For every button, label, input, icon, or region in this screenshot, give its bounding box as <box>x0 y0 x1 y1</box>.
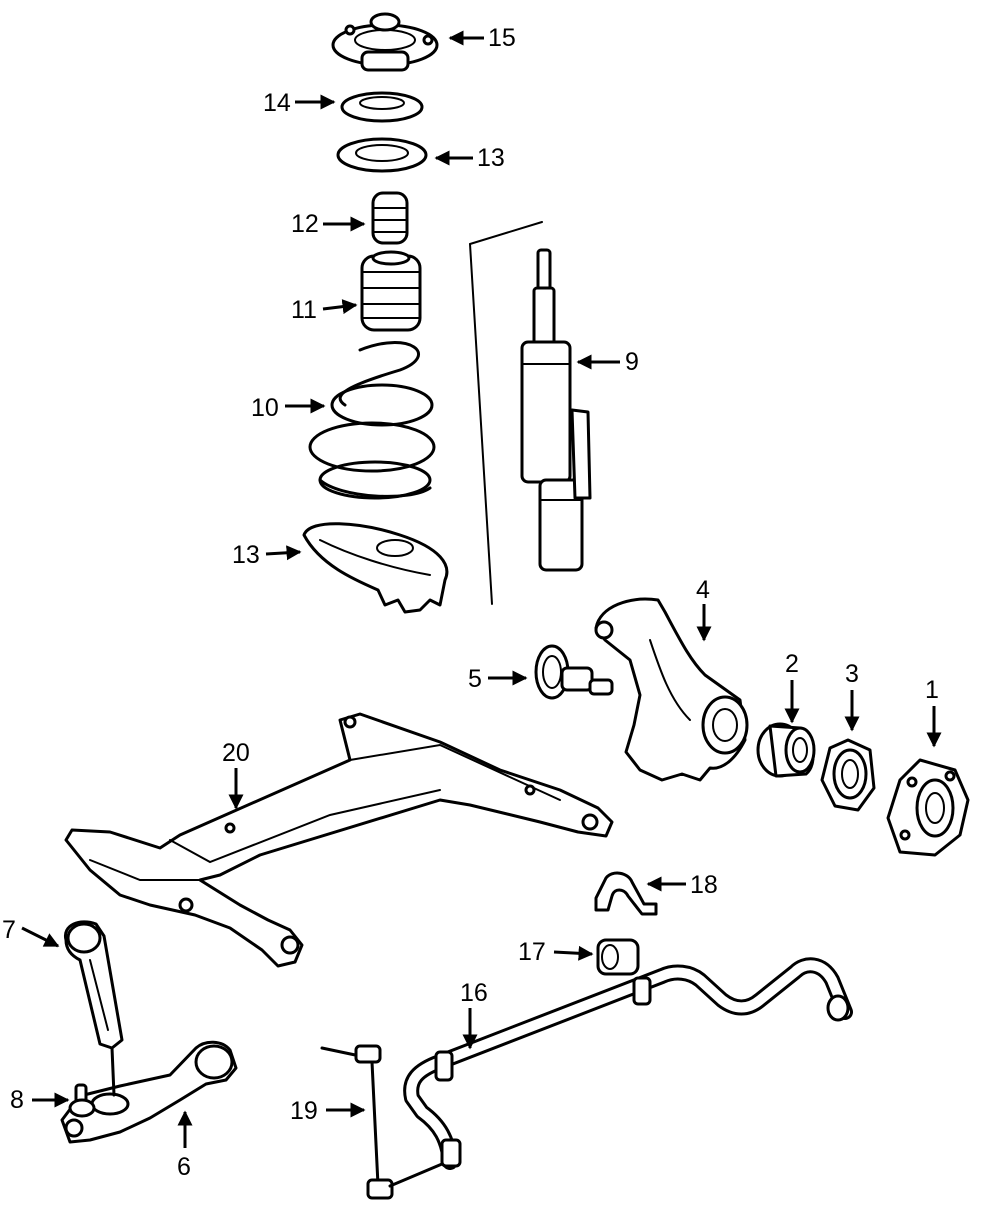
callout-20: 20 <box>222 739 250 767</box>
assembly-bracket-line <box>469 221 543 245</box>
part-9-strut <box>520 248 592 572</box>
callout-14: 14 <box>263 89 291 117</box>
part-17-stabilizer-bushing <box>596 938 640 976</box>
arrow-13-lower <box>265 545 302 561</box>
part-1-wheel-hub <box>886 758 970 857</box>
callout-5: 5 <box>468 665 482 693</box>
callout-15: 15 <box>488 24 516 52</box>
part-7-tension-strut <box>63 920 124 1050</box>
part-5-abs-tone-ring <box>534 644 614 700</box>
part-13-upper-spring-insulator <box>336 137 428 173</box>
callout-1: 1 <box>925 676 939 704</box>
part-14-strut-bearing <box>340 91 424 123</box>
callout-3: 3 <box>845 660 859 688</box>
callout-8: 8 <box>10 1086 24 1114</box>
part-19-stabilizer-link <box>320 1044 444 1200</box>
part-18-stabilizer-bracket <box>594 871 658 916</box>
callout-4: 4 <box>696 576 710 604</box>
part-6-lower-control-arm <box>60 1040 238 1144</box>
callout-10: 10 <box>251 394 279 422</box>
callout-19: 19 <box>290 1097 318 1125</box>
callout-11: 11 <box>291 296 317 324</box>
part-4-steering-knuckle <box>594 597 749 782</box>
callout-9: 9 <box>625 348 639 376</box>
callout-12: 12 <box>291 210 319 238</box>
callout-18: 18 <box>690 871 718 899</box>
arrow-7 <box>21 926 60 948</box>
part-11-dust-boot <box>360 250 422 332</box>
callout-13-upper: 13 <box>477 144 505 172</box>
part-16-stabilizer-bar <box>403 957 853 1170</box>
part-13-lower-spring-seat <box>302 522 449 614</box>
part-12-bump-stop <box>371 191 409 245</box>
callout-2: 2 <box>785 650 799 678</box>
part-10-coil-spring <box>308 341 436 500</box>
callout-13-lower: 13 <box>232 541 260 569</box>
part-8-ball-joint <box>68 1083 96 1118</box>
part-20-crossmember-subframe <box>64 712 614 968</box>
part-2-wheel-bearing <box>756 722 816 778</box>
callout-6: 6 <box>177 1153 191 1181</box>
callout-16: 16 <box>460 979 488 1007</box>
part-3-dust-shield <box>820 738 876 812</box>
callout-7: 7 <box>2 916 16 944</box>
arrow-11 <box>322 299 358 315</box>
arrow-17 <box>553 945 594 961</box>
callout-17: 17 <box>518 938 546 966</box>
part-15-strut-mount <box>331 12 439 72</box>
